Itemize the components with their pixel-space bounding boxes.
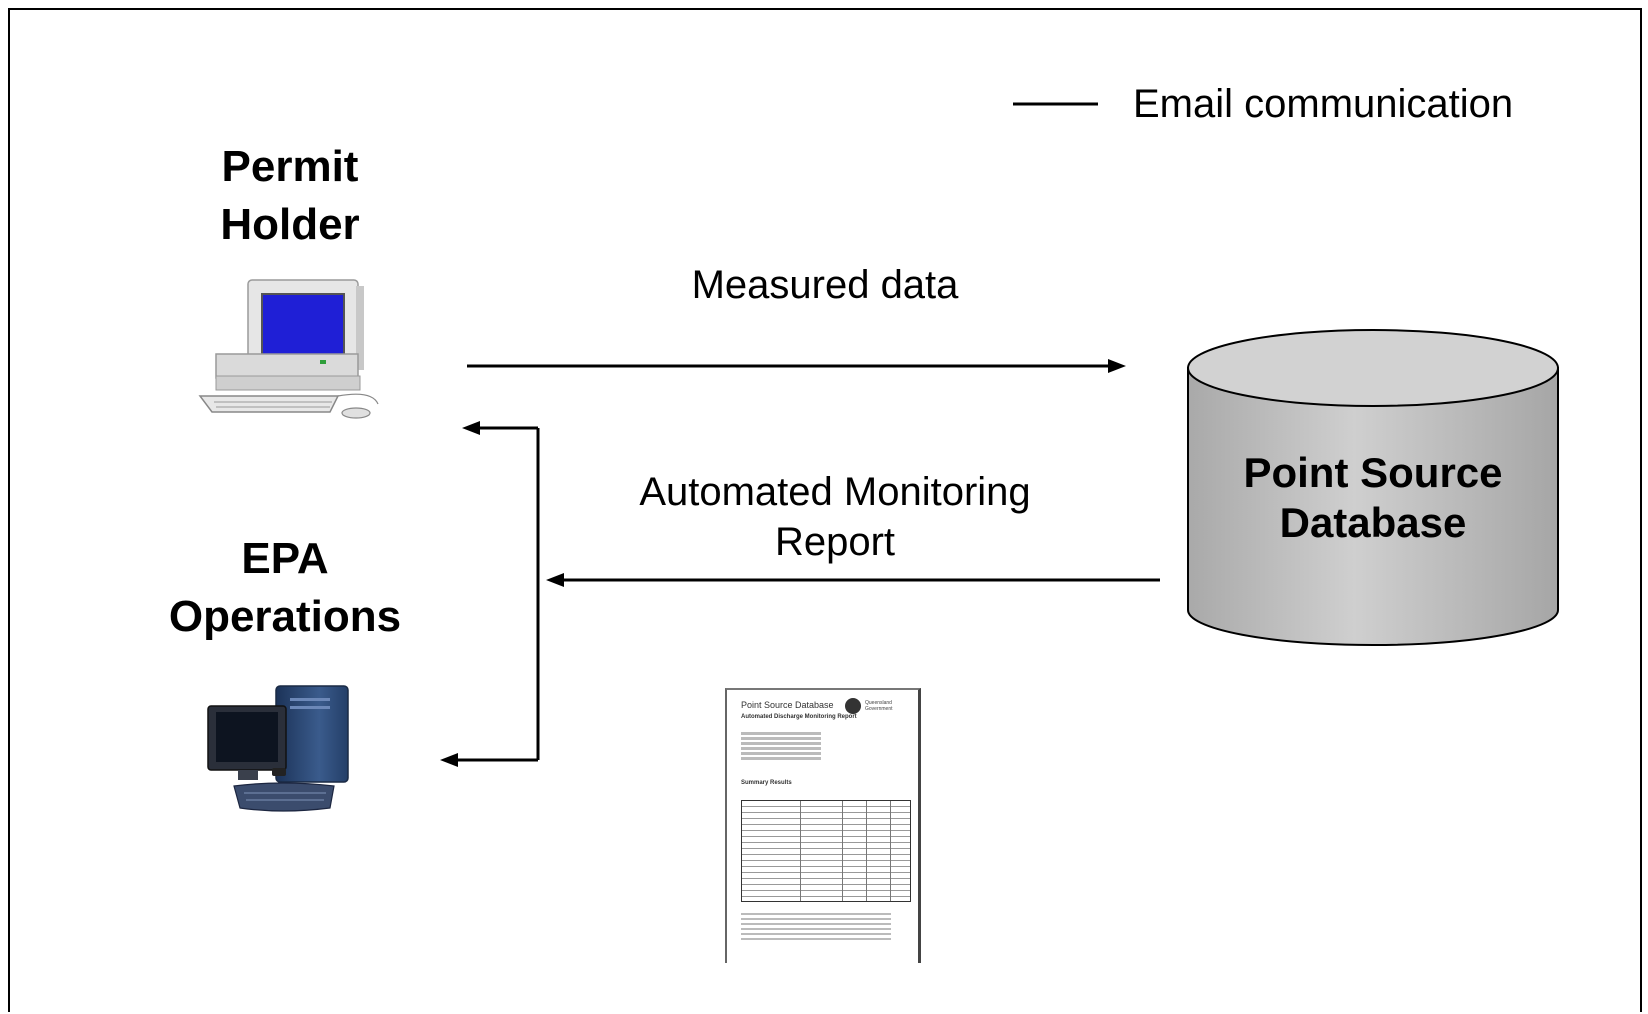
report-header-details <box>741 730 821 762</box>
legend-label: Email communication <box>1133 82 1514 126</box>
epa-operations-line1: EPA <box>241 534 329 583</box>
permit-holder-line1: Permit <box>221 142 359 191</box>
report-arrow <box>546 573 1160 587</box>
database-line1: Point Source <box>1243 449 1503 496</box>
monitoring-report-label: Automated Monitoring Report <box>610 467 1060 567</box>
report-document-thumbnail: Point Source Database Automated Discharg… <box>725 688 921 963</box>
database-label: Point Source Database <box>1223 448 1523 548</box>
epa-operations-line2: Operations <box>168 592 402 641</box>
report-notes <box>741 910 891 943</box>
monitoring-report-line1: Automated Monitoring <box>639 470 1031 514</box>
report-organisation: Queensland Government <box>865 700 893 712</box>
government-seal-icon <box>845 698 861 714</box>
database-line2: Database <box>1279 499 1467 546</box>
database-cylinder-icon <box>1187 329 1559 646</box>
distribution-connector <box>440 421 540 767</box>
permit-holder-label: Permit Holder <box>180 138 400 254</box>
report-subtitle: Automated Discharge Monitoring Report <box>741 714 857 720</box>
workstation-computer-icon <box>207 685 349 812</box>
epa-operations-label: EPA Operations <box>140 530 430 646</box>
measured-data-arrow <box>467 359 1126 373</box>
report-section-title: Summary Results <box>741 780 792 786</box>
report-results-table <box>741 800 911 902</box>
report-title: Point Source Database <box>741 700 834 710</box>
monitoring-report-line2: Report <box>774 520 896 564</box>
measured-data-label: Measured data <box>691 263 959 307</box>
desktop-computer-icon <box>198 279 379 419</box>
permit-holder-line2: Holder <box>220 200 360 249</box>
